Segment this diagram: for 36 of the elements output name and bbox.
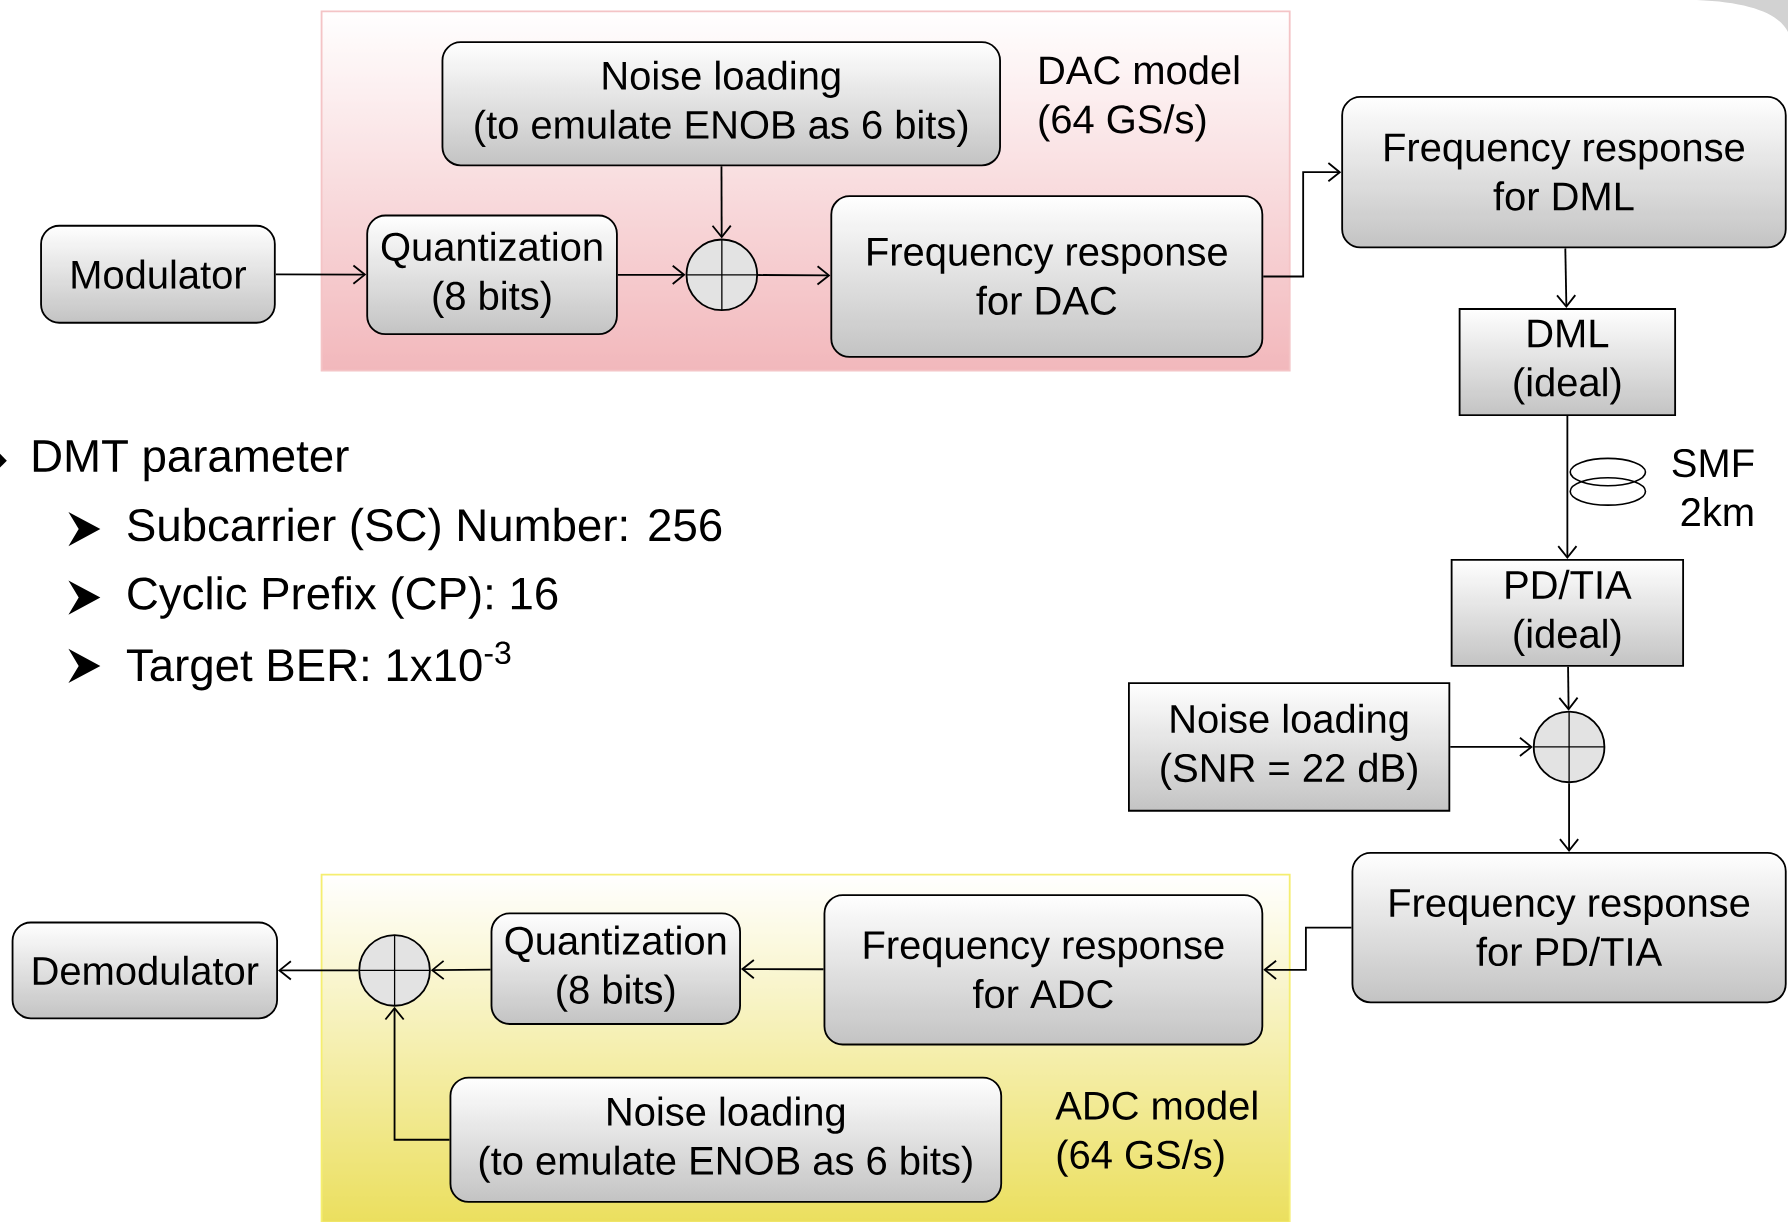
arrow: [757, 265, 831, 286]
bullet-text: DMT parameter: [33, 440, 349, 481]
arrow: [430, 959, 492, 980]
component-box: DML (ideal): [1458, 307, 1677, 416]
bullet-text: Cyclic Prefix (CP): 16: [128, 576, 558, 619]
process-box: Modulator: [40, 224, 276, 324]
process-box: Noise loading (to emulate ENOB as 6 bits): [449, 1076, 1003, 1203]
process-box: Quantization (8 bits): [366, 214, 618, 335]
bullet-text: Subcarrier (SC) Number: 256: [127, 507, 722, 551]
arrow: [384, 1006, 451, 1141]
process-box: Demodulator: [11, 921, 278, 1019]
component-box: PD/TIA (ideal): [1450, 558, 1684, 667]
arrow: [741, 958, 825, 979]
process-box: Frequency response for PD/TIA: [1351, 851, 1787, 1004]
arrow: [1262, 161, 1342, 278]
process-box: Quantization (8 bits): [490, 912, 741, 1025]
process-box: Noise loading (to emulate ENOB as 6 bits): [441, 41, 1001, 167]
arrow: [711, 165, 732, 239]
arrow: [1556, 247, 1577, 308]
arrow: [616, 264, 686, 285]
arrow: [1558, 665, 1579, 711]
arrow: [1449, 736, 1533, 757]
summing-junction: [685, 238, 759, 311]
arrow: [1557, 414, 1578, 559]
process-box: Frequency response for ADC: [823, 894, 1264, 1046]
component-box: Noise loading (SNR = 22 dB): [1128, 681, 1451, 812]
process-box: Frequency response for DAC: [830, 195, 1264, 358]
arrow: [278, 960, 360, 981]
summing-junction: [1532, 710, 1606, 783]
arrow: [1559, 782, 1580, 852]
edge-label: SMF 2km: [1672, 448, 1754, 526]
process-box: Frequency response for DML: [1341, 95, 1787, 249]
arrow: [1263, 926, 1353, 980]
summing-junction: [358, 933, 431, 1007]
arrow: [274, 264, 367, 285]
bullet-text: Target BER: 1x10$^{-3}$: [126, 641, 511, 691]
